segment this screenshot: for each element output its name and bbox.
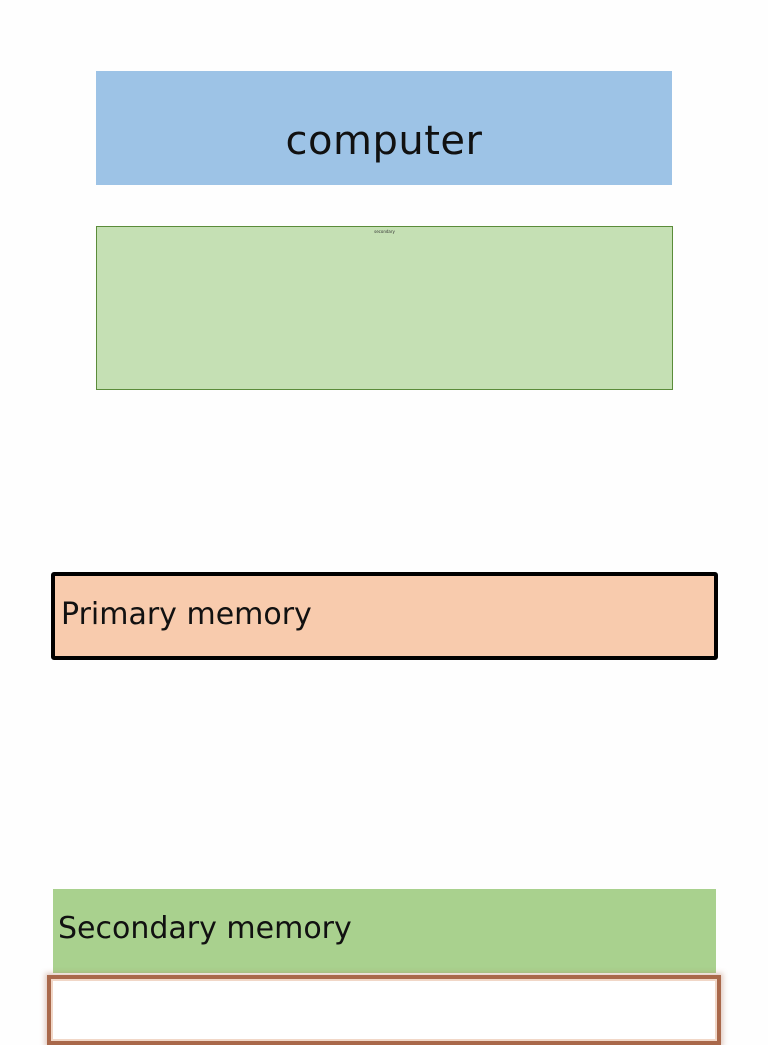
secondary-memory-label: Secondary memory	[58, 910, 352, 946]
empty-bottom-box	[47, 975, 721, 1045]
computer-box: computer	[96, 71, 672, 185]
primary-memory-label: Primary memory	[61, 596, 312, 632]
secondary-memory-box: Secondary memory	[53, 889, 716, 973]
primary-memory-box: Primary memory	[51, 572, 718, 660]
secondary-small-box: secondary	[96, 226, 673, 390]
secondary-small-label: secondary	[374, 229, 395, 234]
computer-label: computer	[285, 118, 483, 164]
